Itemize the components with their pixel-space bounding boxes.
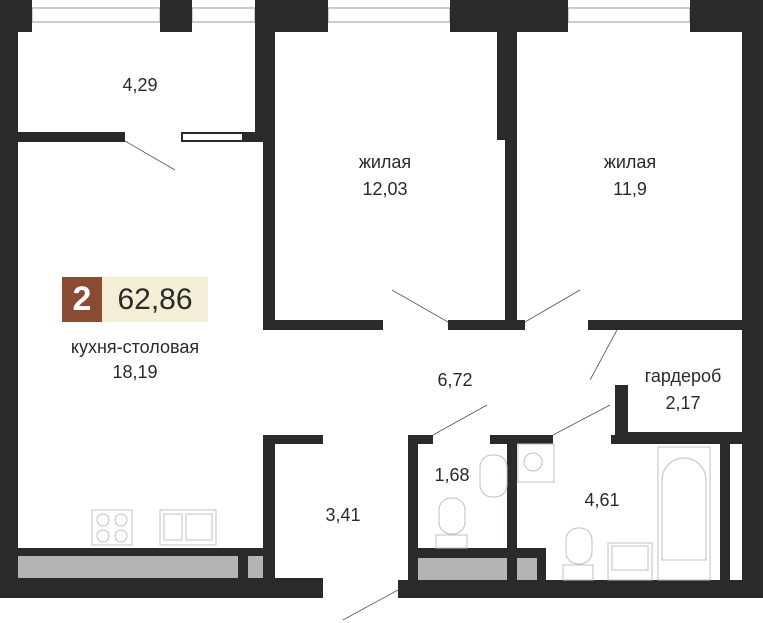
wc-area: 1,68 [434, 465, 470, 485]
door-swings [124, 140, 618, 621]
bathroom-area: 4,61 [584, 490, 620, 510]
stove-icon [91, 509, 133, 546]
entry-area: 3,41 [325, 505, 361, 525]
windows [31, 7, 691, 23]
window [567, 7, 691, 23]
total-area: 62,86 [102, 277, 208, 322]
kitchen-area: 18,19 [112, 362, 158, 382]
balcony-window [181, 132, 244, 142]
bathtub-icon [657, 446, 711, 581]
washing-machine-icon [517, 443, 555, 483]
sink-icon [607, 542, 653, 581]
window [191, 7, 256, 23]
bedroom2-area: 11,9 [613, 179, 647, 199]
hall-area: 6,72 [437, 370, 473, 390]
wardrobe-name: гардероб [644, 366, 722, 386]
fixtures [91, 443, 711, 581]
window [327, 7, 451, 23]
kitchen-sink-icon [159, 509, 217, 546]
walls [0, 0, 763, 598]
window [31, 7, 161, 23]
bedroom2-name: жилая [603, 152, 657, 172]
toilet-icon [435, 497, 468, 549]
toilet-icon [562, 527, 594, 581]
apartment-badge: 2 62,86 [62, 277, 208, 322]
bedroom1-area: 12,03 [362, 179, 408, 199]
bedroom1-name: жилая [358, 152, 412, 172]
wardrobe-area: 2,17 [665, 393, 701, 413]
kitchen-name: кухня-столовая [70, 337, 200, 357]
rooms-count: 2 [62, 277, 102, 322]
balcony-strips [18, 556, 537, 580]
balcony-area: 4,29 [122, 75, 158, 95]
washbasin-icon [479, 454, 508, 498]
